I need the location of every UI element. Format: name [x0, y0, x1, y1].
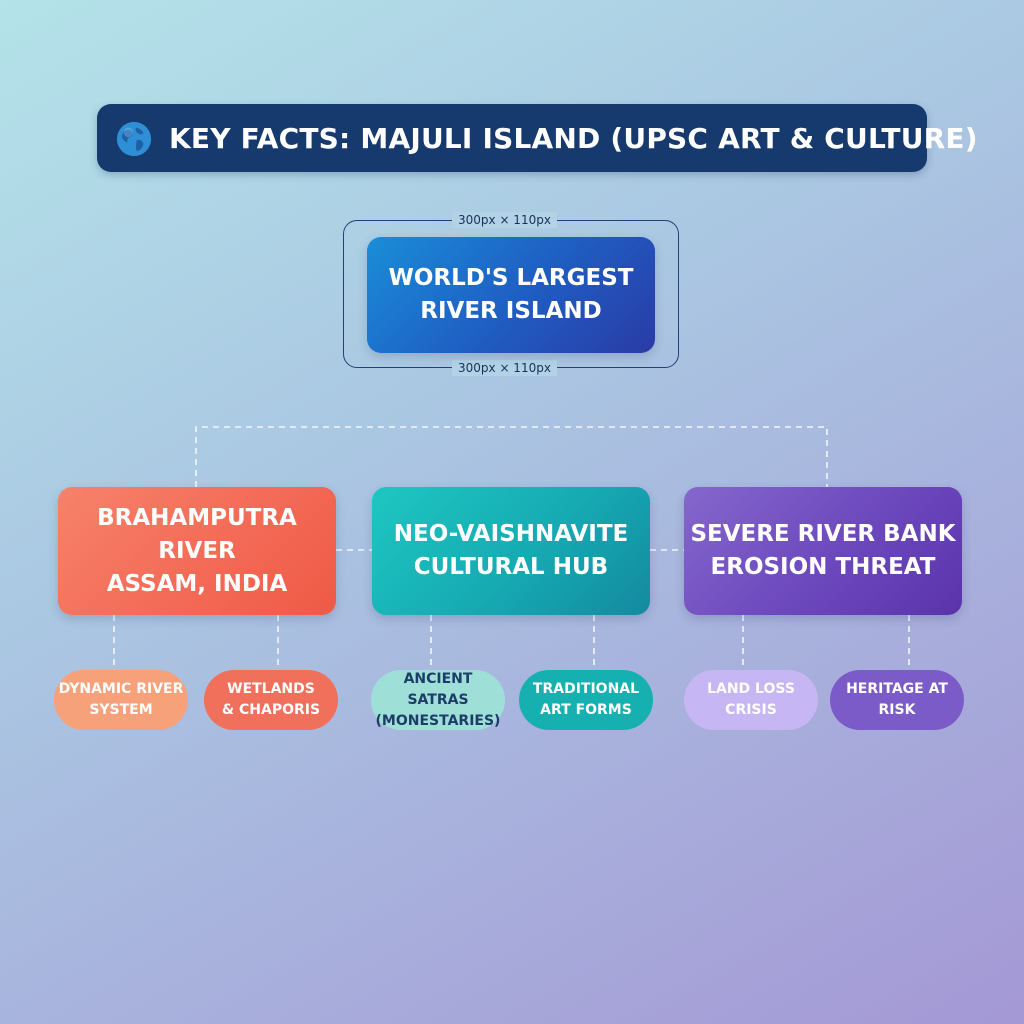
sub-node-line-2: RISK: [878, 702, 916, 718]
root-node-line-1: WORLD'S LARGEST: [388, 265, 634, 291]
dimension-frame: 300px × 110px 300px × 110px: [343, 212, 679, 376]
title-bar: KEY FACTS: MAJULI ISLAND (UPSC ART & CUL…: [97, 104, 978, 172]
sub-node-dynamic-river-system: DYNAMIC RIVER SYSTEM: [54, 670, 188, 730]
sub-node-line-2: & CHAPORIS: [221, 702, 321, 718]
category-node-line-1: BRAHAMPUTRA RIVER: [97, 504, 297, 564]
sub-node-line-1: TRADITIONAL: [532, 681, 640, 697]
sub-node-line-1: ANCIENT SATRAS: [403, 670, 473, 708]
sub-node-line-1: LAND LOSS: [707, 681, 795, 697]
root-node-line-2: RIVER ISLAND: [420, 298, 602, 324]
category-node-line-2: CULTURAL HUB: [413, 554, 609, 580]
page-title: KEY FACTS: MAJULI ISLAND (UPSC ART & CUL…: [169, 121, 978, 155]
sub-node-line-2: ART FORMS: [540, 702, 632, 718]
sub-node-traditional-art-forms: TRADITIONAL ART FORMS: [519, 670, 653, 730]
sub-node-heritage-at-risk: HERITAGE AT RISK: [830, 670, 964, 730]
category-node-culture: NEO-VAISHNAVITE CULTURAL HUB: [372, 487, 650, 615]
sub-node-line-1: DYNAMIC RIVER: [58, 681, 184, 697]
category-node-line-1: NEO-VAISHNAVITE: [393, 521, 629, 547]
sub-node-line-2: SYSTEM: [89, 702, 153, 718]
sub-node-wetlands: WETLANDS & CHAPORIS: [204, 670, 338, 730]
sub-node-ancient-satras: ANCIENT SATRAS (MONESTARIES): [371, 670, 505, 730]
dimension-label-top: 300px × 110px: [452, 212, 557, 228]
sub-node-line-1: HERITAGE AT: [846, 681, 948, 697]
dimension-label-bottom: 300px × 110px: [452, 360, 557, 376]
sub-node-line-1: WETLANDS: [227, 681, 315, 697]
category-node-line-2: EROSION THREAT: [710, 554, 936, 580]
globe-icon: [116, 121, 152, 157]
root-node: WORLD'S LARGEST RIVER ISLAND: [367, 237, 655, 353]
sub-node-line-2: (MONESTARIES): [375, 712, 501, 729]
category-node-river: BRAHAMPUTRA RIVER ASSAM, INDIA: [58, 487, 336, 615]
root-connector: [195, 426, 828, 487]
category-node-erosion: SEVERE RIVER BANK EROSION THREAT: [684, 487, 962, 615]
category-node-line-2: ASSAM, INDIA: [106, 570, 288, 597]
category-node-line-1: SEVERE RIVER BANK: [690, 521, 956, 547]
sub-node-land-loss-crisis: LAND LOSS CRISIS: [684, 670, 818, 730]
sub-node-line-2: CRISIS: [725, 702, 777, 718]
